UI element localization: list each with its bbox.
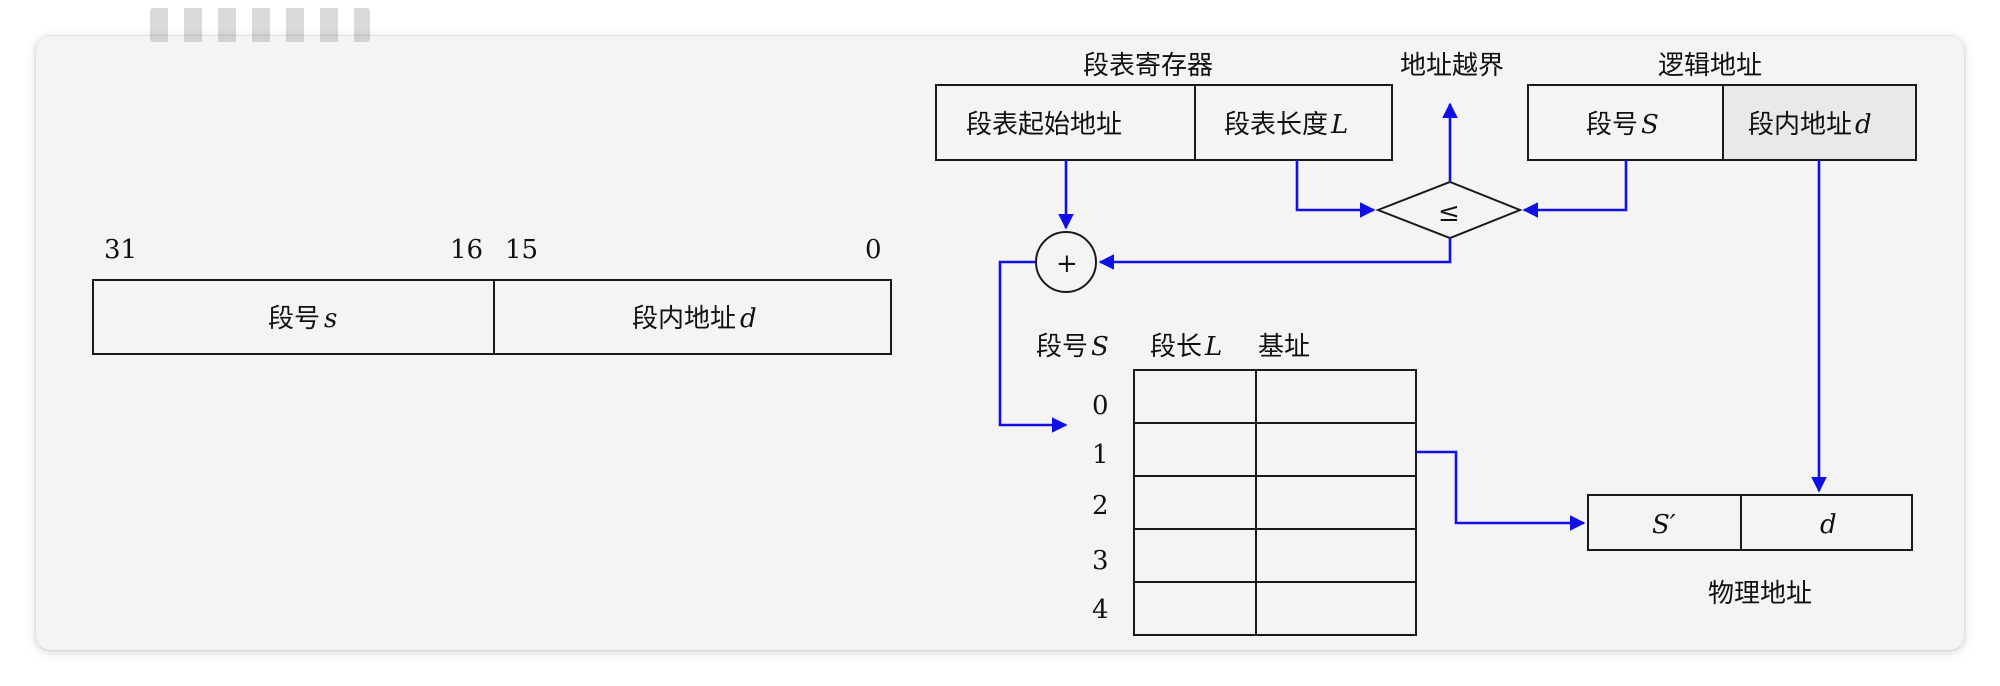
table-row-number: 2 xyxy=(1092,491,1109,521)
arrow-length-to-comparator xyxy=(1295,160,1376,218)
bit-31-label: 31 xyxy=(104,235,137,265)
arrow-table-to-physical xyxy=(1416,450,1586,531)
register-box xyxy=(935,84,1393,161)
adder-symbol: + xyxy=(1056,249,1078,279)
bit-0-label: 0 xyxy=(865,235,882,265)
logical-offset-cell xyxy=(1724,86,1915,159)
register-start-address: 段表起始地址 xyxy=(966,110,1122,140)
address-overflow-label: 地址越界 xyxy=(1400,51,1504,81)
physical-address-box xyxy=(1587,494,1913,551)
physical-offset: d xyxy=(1820,510,1837,540)
table-header-base: 基址 xyxy=(1258,332,1310,362)
bit-16-label: 16 xyxy=(450,235,483,265)
table-row-number: 1 xyxy=(1092,440,1109,470)
register-title: 段表寄存器 xyxy=(1083,51,1213,81)
table-row-number: 0 xyxy=(1092,391,1109,421)
table-row-number: 4 xyxy=(1092,595,1109,625)
comparator-symbol: ≤ xyxy=(1438,198,1460,228)
comparator: ≤ xyxy=(1375,180,1523,240)
physical-address: S′ d 物理地址 xyxy=(1587,494,1913,609)
table-row-number: 3 xyxy=(1092,546,1109,576)
cropped-heading-residue xyxy=(150,8,370,42)
logical-address-title: 逻辑地址 xyxy=(1658,51,1762,81)
adder: + xyxy=(1035,231,1097,293)
comparator-diamond xyxy=(1375,180,1523,240)
bit-15-label: 15 xyxy=(505,235,538,265)
format-box xyxy=(92,279,892,355)
arrow-comparator-to-adder xyxy=(1098,238,1452,270)
segment-table-grid xyxy=(1133,369,1417,636)
physical-base: S′ xyxy=(1652,510,1676,540)
arrow-segnum-to-comparator xyxy=(1522,160,1628,218)
flow-arrows xyxy=(998,102,1827,531)
physical-address-title: 物理地址 xyxy=(1708,579,1812,609)
arrow-adder-to-table xyxy=(998,260,1068,433)
